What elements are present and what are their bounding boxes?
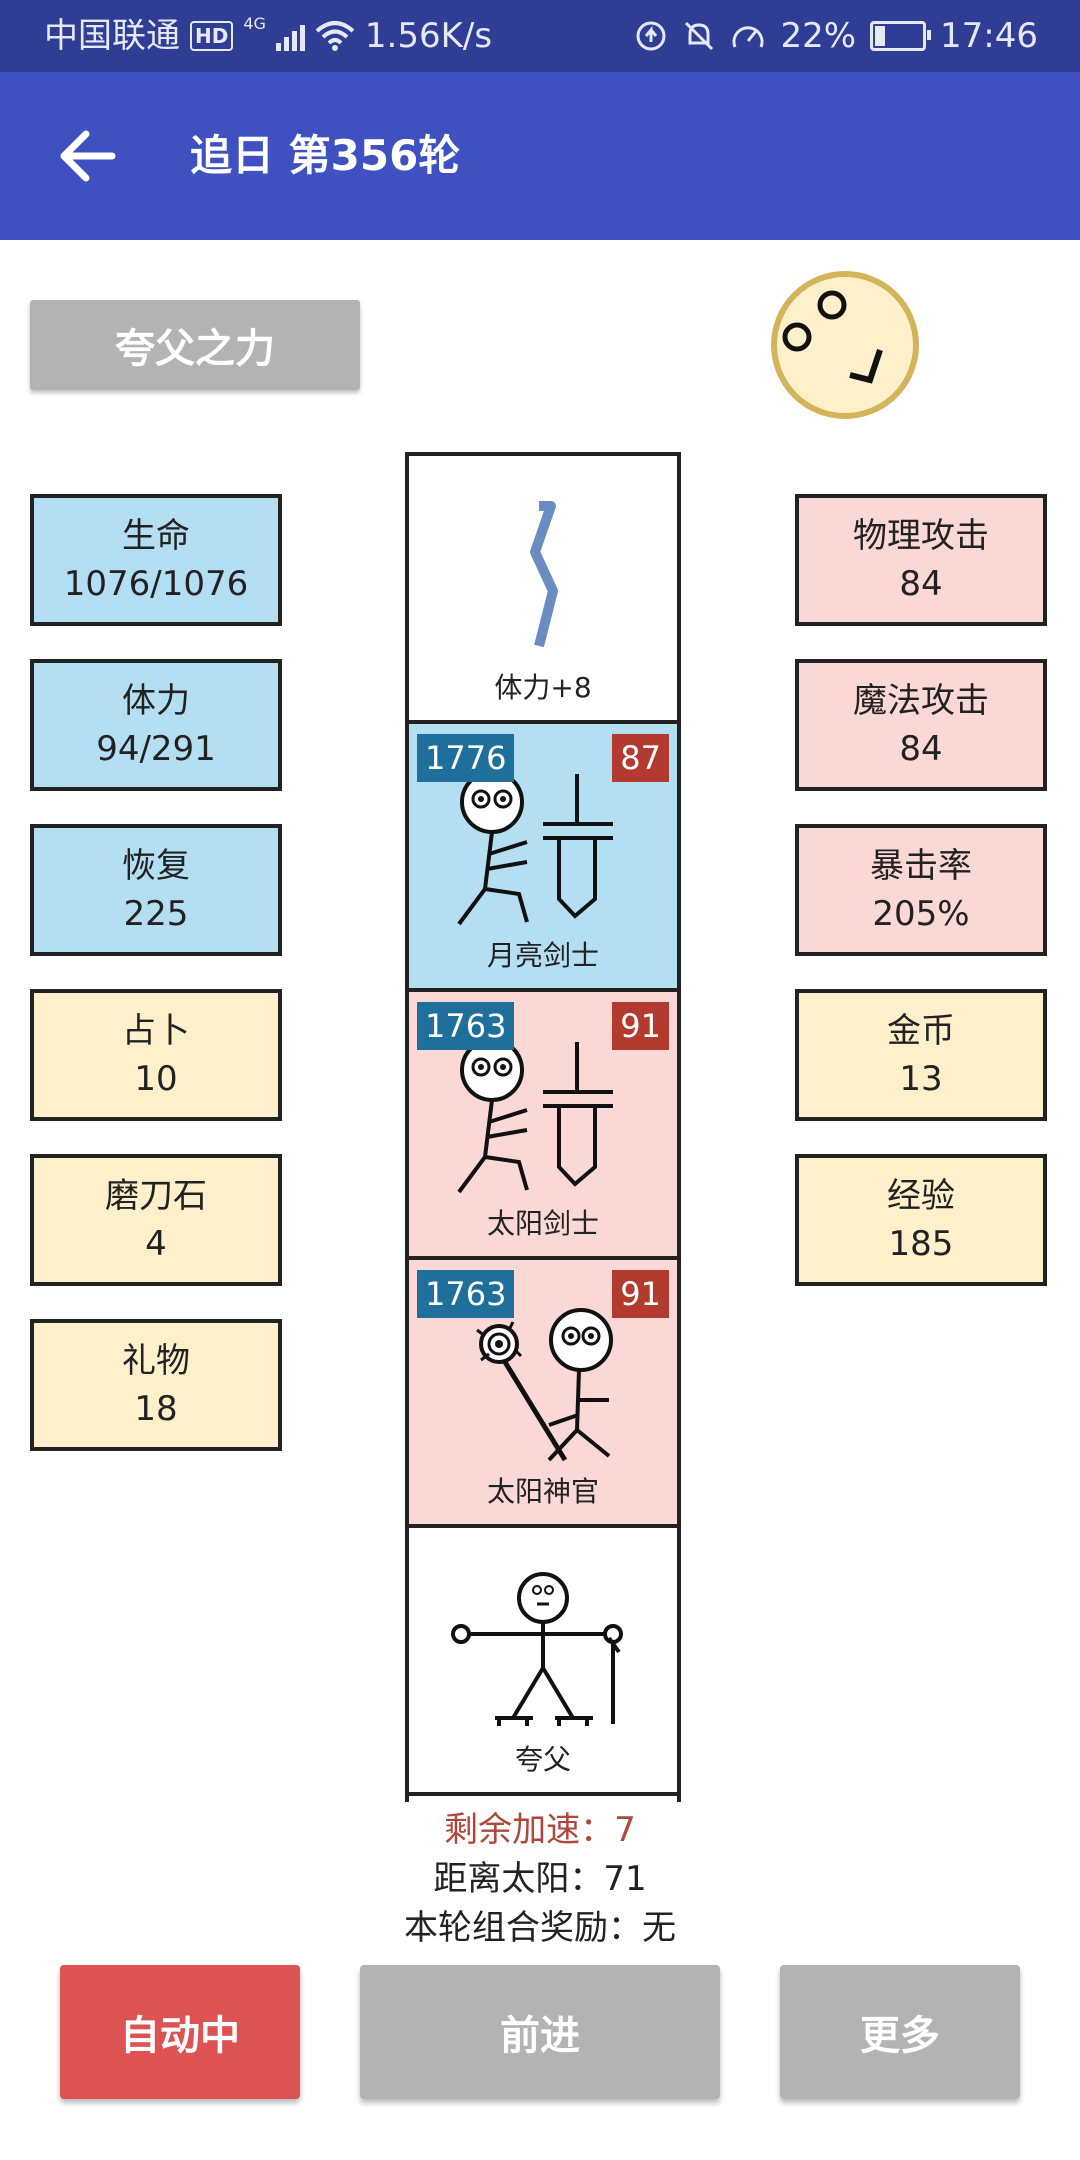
stat-whetstone[interactable]: 磨刀石 4 xyxy=(30,1154,282,1286)
path-cell-enemy[interactable]: 1776 87 月亮剑士 xyxy=(409,724,677,992)
stat-label: 金币 xyxy=(887,1011,955,1051)
page-title: 追日 第356轮 xyxy=(190,131,461,180)
cell-label: 太阳剑士 xyxy=(486,1207,599,1240)
path-cell-enemy[interactable]: 1763 91 太阳剑士 xyxy=(409,992,677,1260)
kuafu-icon xyxy=(451,1572,623,1726)
speed-boost-text: 剩余加速：7 xyxy=(444,1810,636,1850)
cell-label: 体力+8 xyxy=(494,671,592,704)
signal-icon xyxy=(275,21,305,51)
back-arrow-icon[interactable] xyxy=(58,128,118,184)
stat-label: 经验 xyxy=(887,1176,955,1216)
stat-value: 84 xyxy=(899,729,943,769)
stat-gold: 金币 13 xyxy=(795,989,1047,1121)
path-column: 体力+8 1776 87 月亮剑士 1763 91 太阳剑士 xyxy=(405,452,681,1802)
attack-badge: 91 xyxy=(612,1270,669,1318)
auto-button[interactable]: 自动中 xyxy=(60,1965,300,2099)
stat-label: 暴击率 xyxy=(870,846,972,886)
kuafu-power-button[interactable]: 夸父之力 xyxy=(30,300,360,390)
hp-badge: 1763 xyxy=(417,1270,515,1318)
stat-value: 185 xyxy=(888,1224,954,1264)
swordsman-icon xyxy=(457,770,613,926)
battery-percent: 22% xyxy=(780,16,857,56)
clock: 17:46 xyxy=(940,16,1038,56)
stat-label: 占卜 xyxy=(122,1011,190,1051)
attack-badge: 87 xyxy=(612,734,669,782)
stat-label: 恢复 xyxy=(122,846,190,886)
battery-icon xyxy=(870,21,932,51)
combo-reward-text: 本轮组合奖励：无 xyxy=(404,1908,676,1948)
stat-label: 生命 xyxy=(122,516,190,556)
status-bar: 中国联通 HD 4G 1.56K/s 22% 17:46 xyxy=(0,0,1080,72)
hp-badge: 1763 xyxy=(417,1002,515,1050)
network-speed: 1.56K/s xyxy=(364,16,493,56)
stat-experience: 经验 185 xyxy=(795,1154,1047,1286)
stat-magic-attack: 魔法攻击 84 xyxy=(795,659,1047,791)
stat-gift[interactable]: 礼物 18 xyxy=(30,1319,282,1451)
stat-physical-attack: 物理攻击 84 xyxy=(795,494,1047,626)
stat-crit-rate: 暴击率 205% xyxy=(795,824,1047,956)
mute-bell-icon xyxy=(685,21,714,51)
stat-value: 94/291 xyxy=(96,729,216,769)
stat-stamina: 体力 94/291 xyxy=(30,659,282,791)
stat-value: 13 xyxy=(899,1059,943,1099)
priest-icon xyxy=(476,1308,613,1462)
forward-button[interactable]: 前进 xyxy=(360,1965,720,2099)
cell-label: 月亮剑士 xyxy=(486,939,599,972)
stat-label: 体力 xyxy=(122,681,190,721)
stat-value: 84 xyxy=(899,564,943,604)
path-cell-enemy[interactable]: 1763 91 太阳神官 xyxy=(409,1260,677,1528)
stat-divination[interactable]: 占卜 10 xyxy=(30,989,282,1121)
stat-label: 礼物 xyxy=(122,1341,190,1381)
stat-label: 物理攻击 xyxy=(853,516,989,556)
stat-value: 1076/1076 xyxy=(63,564,249,604)
stat-hp: 生命 1076/1076 xyxy=(30,494,282,626)
speedometer-icon xyxy=(732,26,764,48)
wifi-icon xyxy=(315,21,355,51)
stat-value: 18 xyxy=(134,1389,178,1429)
path-cell-player: 夸父 xyxy=(409,1528,677,1796)
stat-value: 10 xyxy=(134,1059,178,1099)
cell-label: 夸父 xyxy=(514,1743,571,1776)
carrier-label: 中国联通 xyxy=(44,16,180,56)
stat-value: 4 xyxy=(145,1224,167,1264)
attack-badge: 91 xyxy=(612,1002,669,1050)
cell-label: 太阳神官 xyxy=(486,1475,599,1508)
sun-face-icon[interactable] xyxy=(770,270,920,420)
stat-label: 磨刀石 xyxy=(105,1176,207,1216)
distance-text: 距离太阳：71 xyxy=(433,1859,647,1899)
stat-recovery: 恢复 225 xyxy=(30,824,282,956)
stamina-potion-icon xyxy=(530,501,558,648)
stat-value: 205% xyxy=(872,894,970,934)
stat-label: 魔法攻击 xyxy=(853,681,989,721)
app-bar: 追日 第356轮 xyxy=(0,72,1080,240)
network-type: 4G xyxy=(243,14,266,33)
sync-icon xyxy=(636,21,666,51)
path-cell-item[interactable]: 体力+8 xyxy=(409,456,677,724)
stat-value: 225 xyxy=(123,894,189,934)
hd-badge: HD xyxy=(190,21,234,51)
more-button[interactable]: 更多 xyxy=(780,1965,1020,2099)
hp-badge: 1776 xyxy=(417,734,515,782)
